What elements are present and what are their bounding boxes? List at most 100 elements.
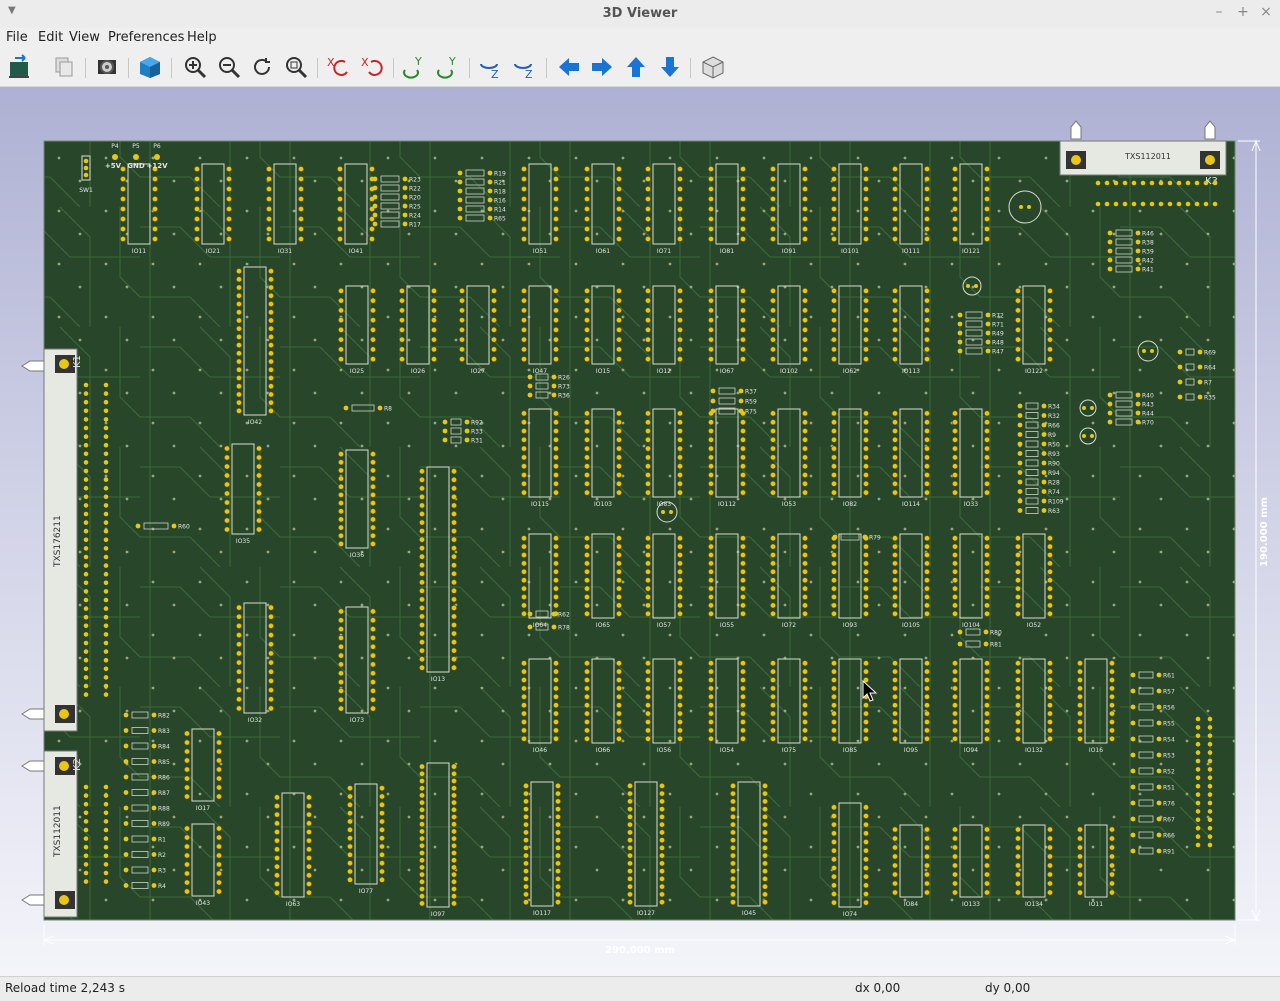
window-menu-icon[interactable]: ▼: [8, 5, 16, 16]
header-label: GND: [127, 162, 145, 170]
chip-label: IO52: [1027, 622, 1041, 629]
resistor: R38: [1107, 238, 1154, 247]
chip-label: IO71: [657, 248, 671, 255]
ic-chip: IO55: [708, 533, 746, 629]
ic-chip: IO103: [584, 408, 622, 508]
ic-chip: IO73: [338, 606, 376, 724]
resistor: R92: [442, 418, 483, 427]
resistor: R59: [710, 397, 757, 406]
maximize-icon[interactable]: +: [1237, 4, 1249, 20]
redraw-icon[interactable]: [248, 53, 276, 81]
menu-file[interactable]: File: [6, 30, 28, 45]
reload-board-icon[interactable]: [6, 53, 34, 81]
resistor-label: R59: [745, 399, 757, 406]
resistor: R90: [1017, 459, 1060, 468]
ic-chip: IO113: [892, 285, 930, 375]
ic-chip: IO67: [708, 285, 746, 375]
copy-image-icon[interactable]: [50, 53, 78, 81]
menu-help[interactable]: Help: [187, 30, 217, 45]
resistor: R91: [1130, 847, 1175, 856]
raytracing-cube-icon[interactable]: [136, 53, 164, 81]
resistor-label: R50: [1048, 442, 1060, 449]
resistor-label: R76: [1163, 801, 1175, 808]
resistor-label: R16: [494, 198, 506, 205]
rotate-y-ccw-icon[interactable]: Y: [434, 53, 462, 81]
resistor-label: R39: [1142, 249, 1154, 256]
menu-preferences[interactable]: Preferences: [108, 30, 185, 45]
resistor: R17: [372, 220, 421, 229]
move-down-icon[interactable]: [656, 53, 684, 81]
resistor-label: R26: [558, 375, 570, 382]
header-label: SW1: [79, 187, 93, 194]
zoom-out-icon[interactable]: [215, 53, 243, 81]
resistor-label: R71: [992, 322, 1004, 329]
resistor: R42: [1107, 256, 1154, 265]
resistor: R67: [1130, 815, 1175, 824]
resistor: R47: [957, 347, 1004, 356]
ic-chip: IO54: [708, 658, 746, 754]
menu-edit[interactable]: Edit: [38, 30, 64, 45]
move-left-icon[interactable]: [555, 53, 583, 81]
resistor-label: R7: [1204, 380, 1212, 387]
resistor: R3: [123, 866, 166, 875]
move-right-icon[interactable]: [588, 53, 616, 81]
ic-chip: IO91: [770, 163, 808, 255]
resistor-label: R18: [494, 189, 506, 196]
ic-chip: IO121: [952, 163, 990, 255]
chip-label: IO26: [411, 368, 425, 375]
resistor: R64: [1177, 363, 1216, 372]
resistor-label: R42: [1142, 258, 1154, 265]
ortho-projection-icon[interactable]: [699, 53, 727, 81]
resistor-label: R90: [1048, 461, 1060, 468]
header-label: +5V: [105, 162, 122, 170]
rotate-y-cw-icon[interactable]: Y: [400, 53, 428, 81]
chip-label: IO113: [902, 368, 920, 375]
chip-label: IO85: [843, 747, 857, 754]
ic-chip: IO31: [266, 163, 304, 255]
rotate-x-ccw-icon[interactable]: X: [358, 53, 386, 81]
ic-chip: IO83: [645, 408, 683, 508]
resistor-label: R49: [992, 331, 1004, 338]
rotate-x-cw-icon[interactable]: X: [324, 53, 352, 81]
chip-label: IO27: [471, 368, 485, 375]
menu-view[interactable]: View: [69, 30, 100, 45]
minimize-icon[interactable]: –: [1215, 4, 1223, 20]
zoom-in-icon[interactable]: [181, 53, 209, 81]
resistor-label: R23: [409, 177, 421, 184]
resistor-label: R80: [990, 630, 1002, 637]
close-icon[interactable]: ×: [1260, 4, 1272, 20]
ic-chip: IO13: [419, 466, 457, 683]
ic-chip: IO32: [236, 602, 274, 724]
resistor: R2: [123, 851, 166, 859]
chip-label: IO105: [902, 622, 920, 629]
dimension-lines: 290.000 mm 190.000 mm: [42, 139, 1270, 956]
chip-label: IO104: [962, 622, 980, 629]
resistor: R62: [527, 610, 570, 619]
status-bar: Reload time 2,243 s dx 0,00 dy 0,00: [0, 976, 1280, 1001]
chip-label: IO15: [596, 368, 610, 375]
zoom-fit-icon[interactable]: [282, 53, 310, 81]
resistor: R48: [957, 338, 1004, 347]
resistor-label: R83: [158, 728, 170, 735]
chip-label: IO33: [964, 501, 978, 508]
resistor-label: R40: [1142, 393, 1154, 400]
rotate-z-cw-icon[interactable]: Z: [476, 53, 504, 81]
chip-label: IO82: [843, 501, 857, 508]
resistor: R4: [123, 882, 166, 890]
k3-part: TXS112011: [1124, 152, 1171, 161]
resistor-label: R28: [1048, 480, 1060, 487]
ic-chip: IO115: [521, 408, 559, 508]
resistor: R7: [1177, 378, 1212, 387]
ic-chip: IO105: [892, 533, 930, 629]
move-up-icon[interactable]: [622, 53, 650, 81]
chip-label: IO17: [196, 805, 210, 812]
resistor-label: R9: [1048, 432, 1056, 439]
resistor: R69: [1177, 348, 1216, 357]
resistor: R44: [1107, 409, 1154, 418]
ic-chip: IO57: [645, 533, 683, 629]
rotate-z-ccw-icon[interactable]: Z: [510, 53, 538, 81]
settings-icon[interactable]: [93, 53, 121, 81]
ic-chip: IO61: [584, 163, 622, 255]
